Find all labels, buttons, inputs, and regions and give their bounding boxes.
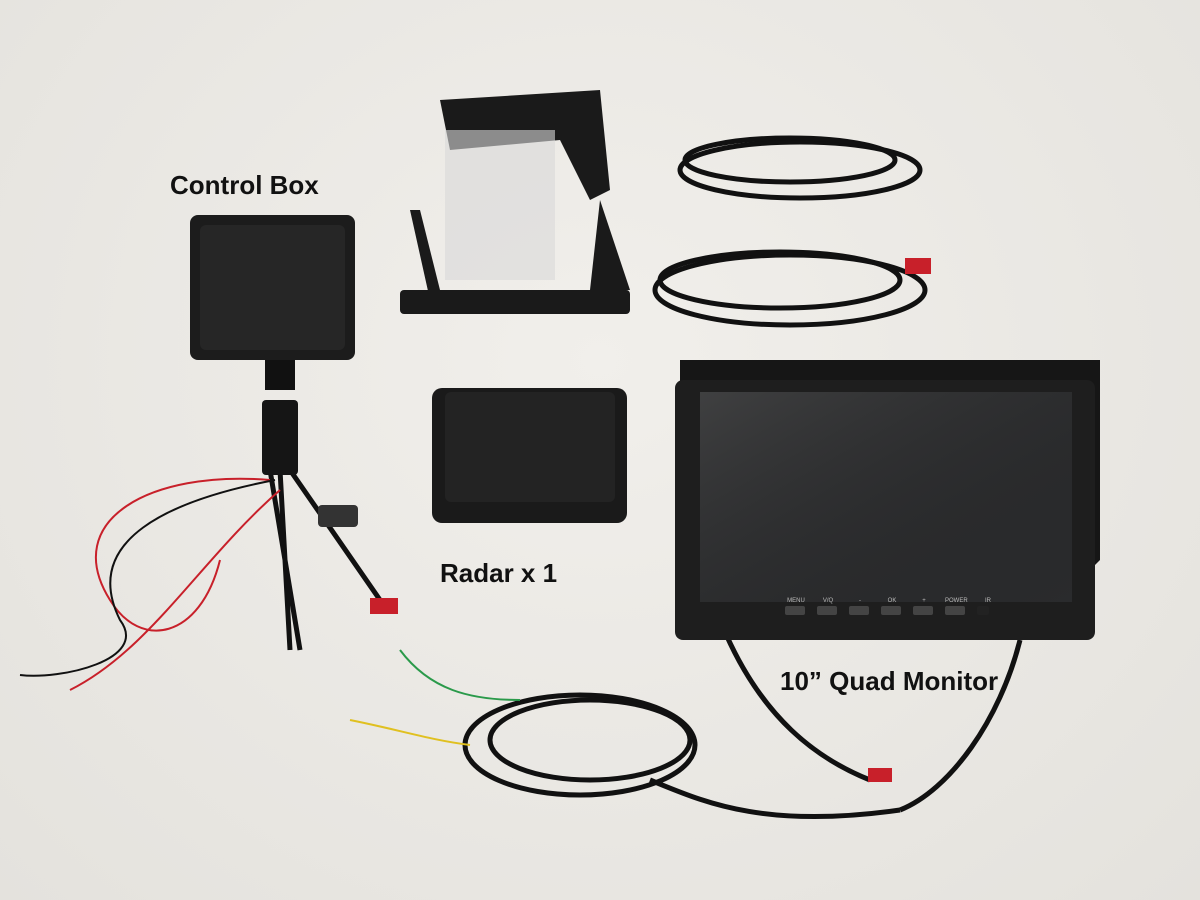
cable-coil-2	[652, 252, 928, 328]
power-button: POWER	[945, 598, 968, 615]
control-box-label: Control Box	[170, 170, 319, 200]
radar-unit	[318, 388, 627, 527]
mode-button: V/Q	[817, 598, 839, 615]
mounting-bracket	[400, 90, 630, 314]
control-box	[190, 215, 355, 475]
minus-button: -	[849, 598, 871, 615]
radar-label: Radar x 1	[440, 558, 558, 588]
cable-coil-1	[677, 139, 923, 201]
ir-sensor: IR	[977, 598, 999, 615]
plus-button: +	[913, 598, 935, 615]
monitor-label: 10” Quad Monitor	[780, 666, 999, 696]
quad-monitor	[675, 360, 1100, 640]
menu-button: MENU	[785, 598, 807, 615]
ok-button: OK	[881, 598, 903, 615]
monitor-buttons: MENU V/Q - OK + POWER IR	[785, 598, 999, 615]
